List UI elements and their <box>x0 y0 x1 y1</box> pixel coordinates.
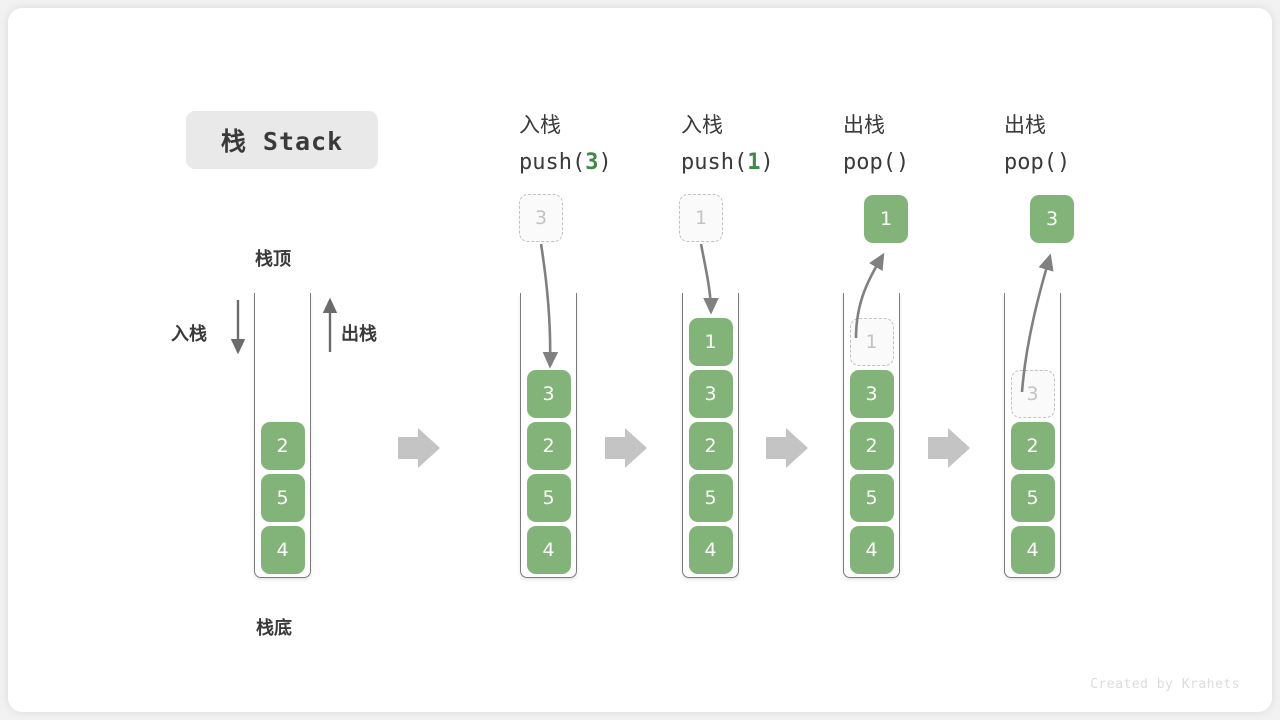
stack-cell: 4 <box>526 526 571 574</box>
code-suffix: ) <box>895 150 910 175</box>
column-header-code: push(3) <box>519 144 689 182</box>
step-arrow-2 <box>605 428 647 468</box>
column-header-push-1: 入栈 push(1) <box>681 106 851 182</box>
stack-cells: 4 5 2 3 <box>520 366 577 574</box>
stack-cell: 2 <box>526 422 571 470</box>
code-prefix: pop( <box>1004 150 1057 175</box>
column-header-zh: 出栈 <box>1004 113 1046 137</box>
step-arrow-1 <box>398 428 440 468</box>
stack-initial: 4 5 2 <box>254 293 311 578</box>
stack-cell: 5 <box>688 474 733 522</box>
column-header-code: pop() <box>1004 144 1174 182</box>
code-argument: 1 <box>747 150 761 175</box>
stack-cells: 4 5 2 3 1 <box>843 314 900 574</box>
title-badge: 栈 Stack <box>186 111 378 169</box>
stack-cell: 2 <box>849 422 894 470</box>
column-header-pop-3: 出栈 pop() <box>1004 106 1174 182</box>
stack-cell: 5 <box>526 474 571 522</box>
stack-cell: 5 <box>260 474 305 522</box>
stack-cell: 5 <box>1010 474 1055 522</box>
code-argument: 3 <box>585 150 599 175</box>
push-label: 入栈 <box>171 324 207 345</box>
stack-top-label: 栈顶 <box>255 249 291 270</box>
stack-cells: 4 5 2 3 <box>1004 366 1061 574</box>
stack-cell: 3 <box>849 370 894 418</box>
popped-value-box: 1 <box>864 195 908 243</box>
column-header-push-3: 入栈 push(3) <box>519 106 689 182</box>
stack-cell: 4 <box>260 526 305 574</box>
stack-cell: 1 <box>688 318 733 366</box>
stack-cell: 2 <box>260 422 305 470</box>
code-prefix: push( <box>519 150 586 175</box>
code-prefix: pop( <box>843 150 896 175</box>
incoming-value-box: 3 <box>519 194 563 242</box>
popped-value-box: 3 <box>1030 195 1074 243</box>
code-prefix: push( <box>681 150 748 175</box>
stack-container <box>1004 293 1061 578</box>
stack-cell: 2 <box>1010 422 1055 470</box>
code-suffix: ) <box>598 150 612 175</box>
stack-cell: 4 <box>1010 526 1055 574</box>
stack-cell: 3 <box>688 370 733 418</box>
stack-bottom-label: 栈底 <box>256 618 292 639</box>
footer-credit: Created by Krahets <box>1090 677 1240 692</box>
column-header-zh: 入栈 <box>681 113 723 137</box>
stack-after-pop-1: 4 5 2 3 1 <box>843 293 900 578</box>
column-header-pop-1: 出栈 pop() <box>843 106 1013 182</box>
stack-cell-ghost: 3 <box>1010 370 1055 418</box>
stack-container <box>682 293 739 578</box>
code-suffix: ) <box>760 150 774 175</box>
stack-container <box>843 293 900 578</box>
column-header-code: pop() <box>843 144 1013 182</box>
stack-after-pop-3: 4 5 2 3 <box>1004 293 1061 578</box>
stack-cell: 3 <box>526 370 571 418</box>
stack-after-push-1: 4 5 2 3 1 <box>682 293 739 578</box>
stack-cell: 2 <box>688 422 733 470</box>
stack-cells: 4 5 2 3 1 <box>682 314 739 574</box>
stack-container <box>520 293 577 578</box>
stack-container <box>254 293 311 578</box>
column-header-code: push(1) <box>681 144 851 182</box>
column-header-zh: 出栈 <box>843 113 885 137</box>
code-suffix: ) <box>1056 150 1071 175</box>
incoming-value-box: 1 <box>679 194 723 242</box>
step-arrow-3 <box>766 428 808 468</box>
pop-label: 出栈 <box>341 324 377 345</box>
step-arrow-4 <box>928 428 970 468</box>
stack-after-push-3: 4 5 2 3 <box>520 293 577 578</box>
stack-cell: 4 <box>688 526 733 574</box>
stack-cells: 4 5 2 <box>254 418 311 574</box>
column-header-zh: 入栈 <box>519 113 561 137</box>
stack-cell-ghost: 1 <box>849 318 894 366</box>
stack-cell: 5 <box>849 474 894 522</box>
stack-cell: 4 <box>849 526 894 574</box>
